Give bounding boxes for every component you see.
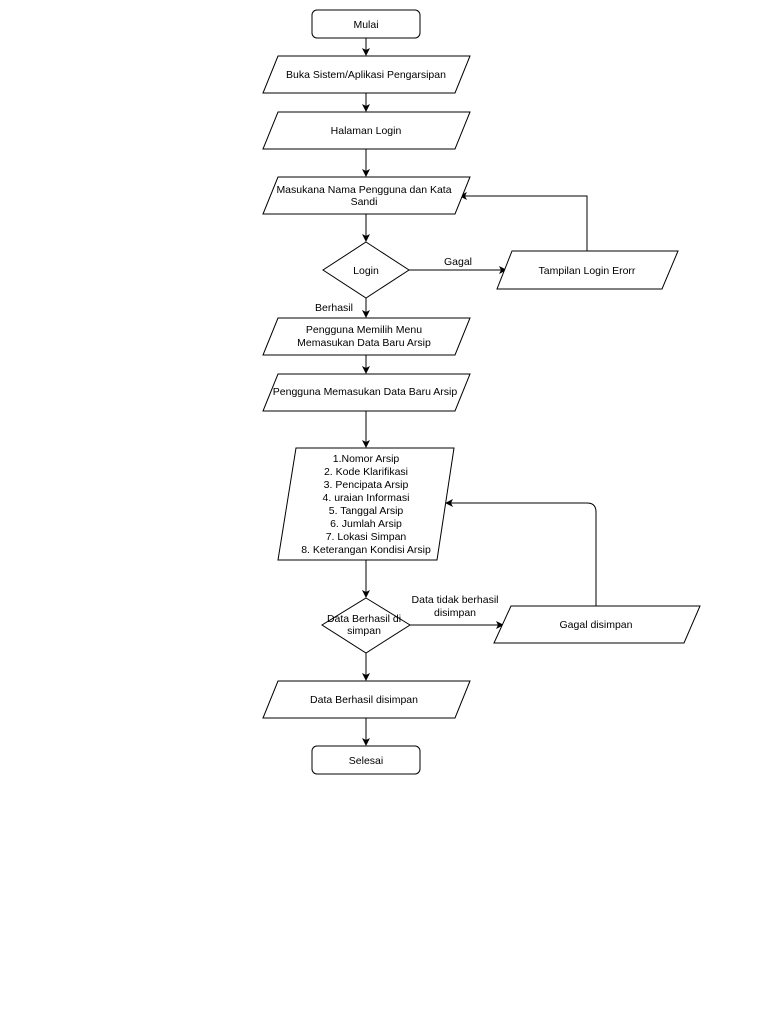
node-halaman-login-label: Halaman Login bbox=[331, 125, 402, 137]
field-item-1: 1.Nomor Arsip bbox=[333, 453, 400, 465]
node-login-decision: Login bbox=[322, 241, 410, 299]
node-tampilan-error: Tampilan Login Erorr bbox=[496, 250, 679, 290]
node-masukan-nama-label-1: Masukana Nama Pengguna dan Kata bbox=[276, 184, 451, 196]
node-masukan-nama: Masukana Nama Pengguna dan Kata Sandi bbox=[262, 176, 471, 215]
node-memasukan-data-label: Pengguna Memasukan Data Baru Arsip bbox=[273, 386, 458, 398]
node-pilih-menu: Pengguna Memilih Menu Memasukan Data Bar… bbox=[262, 317, 471, 356]
edge-label-berhasil: Berhasil bbox=[315, 302, 353, 314]
node-cek-simpan-label-2: simpan bbox=[347, 625, 381, 637]
node-buka-sistem-label: Buka Sistem/Aplikasi Pengarsipan bbox=[286, 69, 446, 81]
connectors bbox=[362, 38, 597, 746]
node-pilih-menu-label-2: Memasukan Data Baru Arsip bbox=[297, 337, 431, 349]
edge-label-gagal: Gagal bbox=[444, 256, 472, 268]
node-cek-simpan-decision: Data Berhasil di simpan bbox=[321, 597, 411, 654]
edge-label-tidak-berhasil-1: Data tidak berhasil bbox=[412, 594, 499, 606]
field-item-7: 7. Lokasi Simpan bbox=[326, 531, 407, 543]
field-item-8: 8. Keterangan Kondisi Arsip bbox=[301, 544, 431, 556]
node-gagal-disimpan-label: Gagal disimpan bbox=[560, 619, 633, 631]
node-berhasil-disimpan-label: Data Berhasil disimpan bbox=[310, 694, 418, 706]
field-item-2: 2. Kode Klarifikasi bbox=[324, 466, 408, 478]
node-pilih-menu-label-1: Pengguna Memilih Menu bbox=[306, 324, 422, 336]
node-masukan-nama-label-2: Sandi bbox=[351, 196, 378, 208]
node-buka-sistem: Buka Sistem/Aplikasi Pengarsipan bbox=[262, 55, 471, 94]
node-mulai-label: Mulai bbox=[353, 19, 378, 31]
node-login-label: Login bbox=[353, 265, 379, 277]
node-selesai: Selesai bbox=[311, 745, 421, 775]
field-item-6: 6. Jumlah Arsip bbox=[330, 518, 402, 530]
node-selesai-label: Selesai bbox=[349, 755, 383, 767]
node-halaman-login: Halaman Login bbox=[262, 111, 471, 150]
field-item-4: 4. uraian Informasi bbox=[323, 492, 410, 504]
edge-error-loop bbox=[459, 192, 588, 251]
edge-gagal-loop bbox=[445, 499, 597, 606]
node-gagal-disimpan: Gagal disimpan bbox=[493, 605, 701, 644]
node-cek-simpan-label-1: Data Berhasil di bbox=[327, 613, 401, 625]
node-tampilan-error-label: Tampilan Login Erorr bbox=[539, 265, 636, 277]
field-item-3: 3. Pencipata Arsip bbox=[324, 479, 409, 491]
node-berhasil-disimpan: Data Berhasil disimpan bbox=[262, 680, 471, 719]
node-fields-list: 1.Nomor Arsip 2. Kode Klarifikasi 3. Pen… bbox=[277, 447, 455, 561]
node-mulai: Mulai bbox=[311, 9, 421, 39]
field-item-5: 5. Tanggal Arsip bbox=[329, 505, 404, 517]
node-memasukan-data: Pengguna Memasukan Data Baru Arsip bbox=[262, 373, 471, 412]
edge-label-tidak-berhasil-2: disimpan bbox=[434, 607, 476, 619]
